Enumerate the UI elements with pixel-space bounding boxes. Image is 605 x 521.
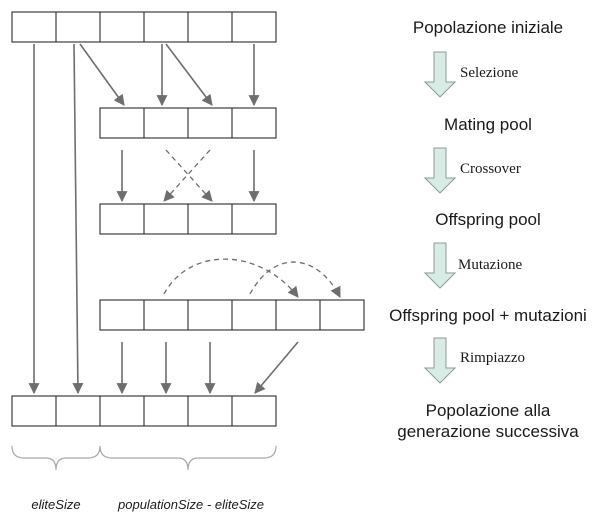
elite-brace	[11, 445, 101, 471]
initial-population-array	[11, 11, 277, 43]
rest-brace	[99, 445, 277, 471]
selection-arrows	[79, 43, 260, 107]
mating-pool-array	[99, 107, 277, 139]
mutation-arrows	[163, 258, 341, 298]
next-generation-array	[11, 395, 277, 427]
stage-next-generation-line1: Popolazione alla	[426, 401, 551, 420]
mutation-flow-arrow	[423, 242, 457, 289]
stage-initial-population: Popolazione iniziale	[413, 18, 563, 37]
stage-offspring-mutations: Offspring pool + mutazioni	[389, 306, 587, 325]
replacement-flow-arrow	[423, 337, 457, 384]
offspring-pool-array	[99, 203, 277, 235]
operation-selection: Selezione	[460, 65, 519, 81]
population-minus-elite-caption: populationSize - eliteSize	[117, 497, 264, 512]
operation-replacement: Rimpiazzo	[460, 350, 525, 366]
operation-crossover: Crossover	[460, 161, 521, 177]
elite-arrows	[28, 43, 84, 395]
replacement-arrows	[116, 341, 299, 395]
operation-mutation: Mutazione	[458, 257, 522, 273]
crossover-flow-arrow	[423, 147, 457, 194]
stage-next-generation-line2: generazione successiva	[397, 422, 579, 441]
stage-offspring-pool: Offspring pool	[435, 210, 541, 229]
offspring-mutations-array	[99, 299, 365, 331]
stage-mating-pool: Mating pool	[444, 115, 532, 134]
elite-size-caption: eliteSize	[31, 497, 80, 512]
crossover-arrows	[116, 149, 260, 203]
selection-flow-arrow	[423, 51, 457, 98]
